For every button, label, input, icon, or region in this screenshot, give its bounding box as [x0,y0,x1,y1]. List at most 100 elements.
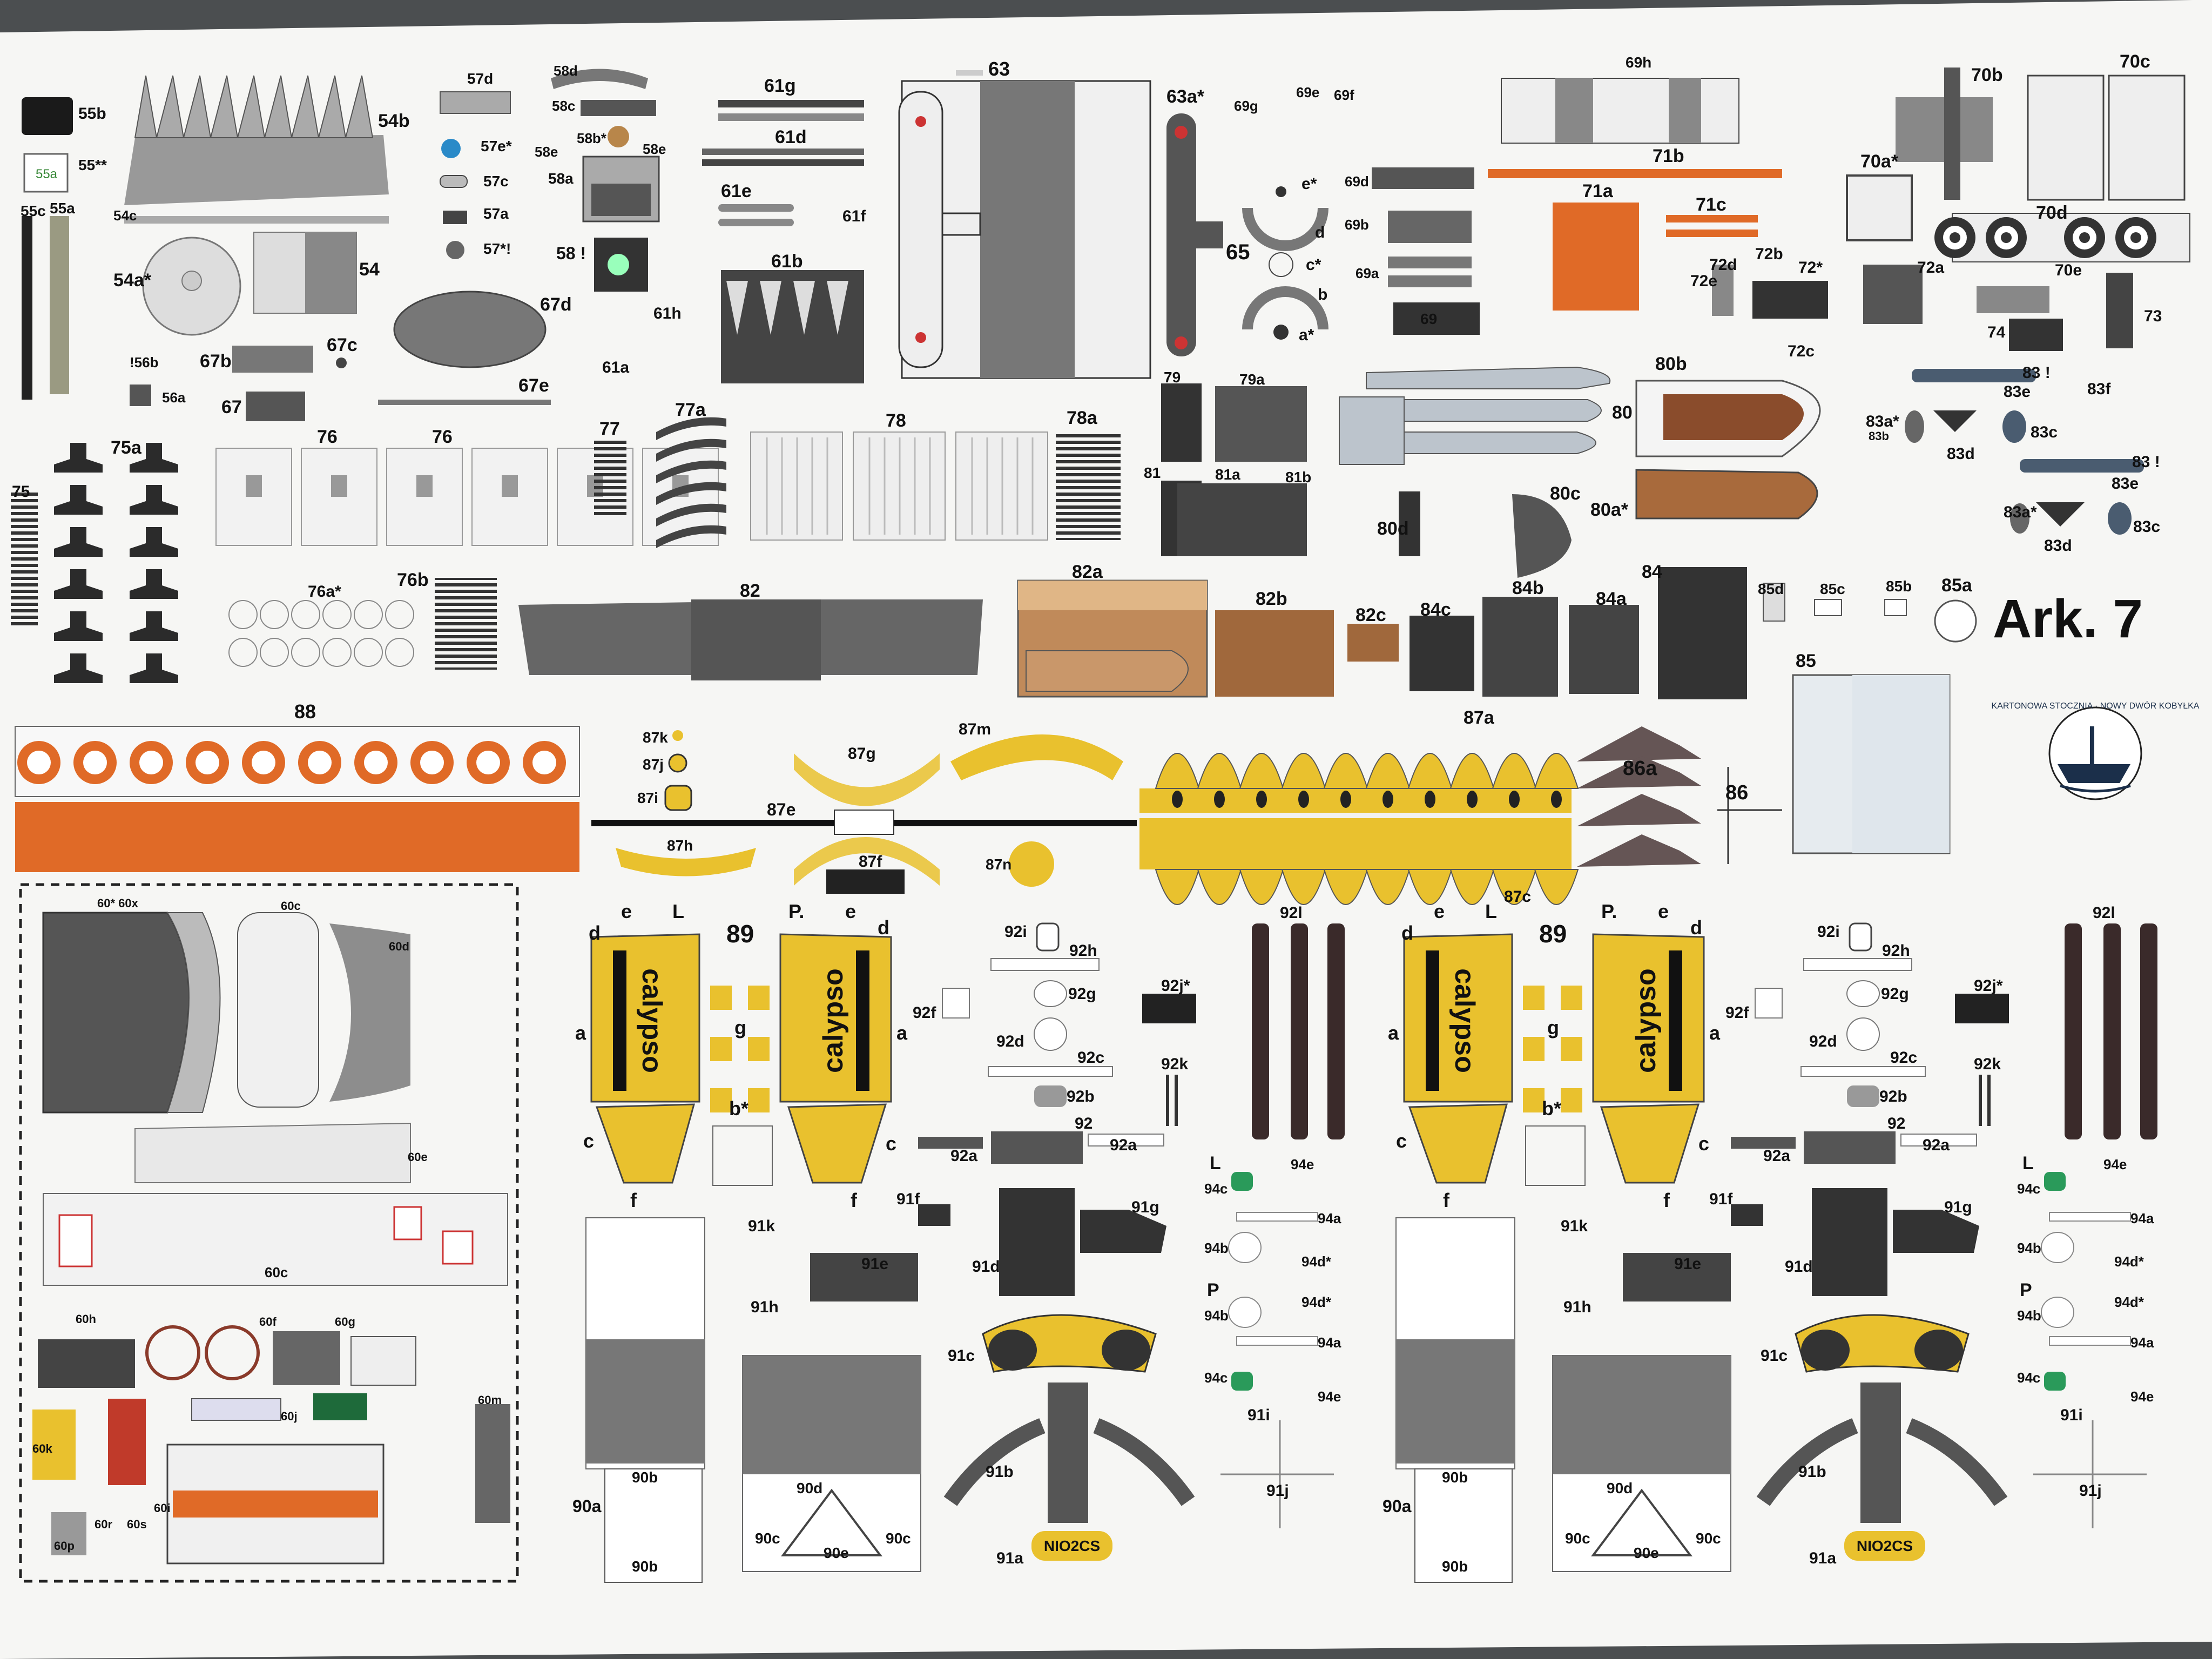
label-l94a: 94a [1318,1334,1341,1351]
label-pf: f [1663,1189,1670,1211]
part-90e-shade [1396,1339,1515,1464]
label-l91b: 91b [986,1463,1014,1481]
label-pl: L [672,900,684,922]
part-92a-right [1900,1134,1977,1147]
calypso-text: calypso [636,968,667,1073]
label-pc: c [886,1132,896,1155]
fin-shape [760,281,781,335]
part-91a [1031,1531,1112,1561]
tab-shape [710,986,732,1010]
label-l58d: 58d [554,63,578,79]
part-91a [1844,1531,1925,1561]
label-pP: P [1207,1280,1219,1300]
shell-stripe [856,950,869,1091]
part-94b [1228,1297,1262,1328]
petal-bottom [1197,869,1242,905]
band-shape [656,460,726,483]
label-l76a: 76 [317,427,338,447]
part-90e-shade [586,1339,705,1464]
part-91g [1893,1210,1979,1253]
part-92l-rod [1252,923,1269,1139]
part-group-86 [1577,726,1782,867]
label-l67e: 67e [518,375,549,396]
label-l67d: 67d [540,294,572,315]
label-la: a* [1299,326,1314,344]
sheet-logo [2048,706,2142,800]
label-l94c: 94c [2017,1181,2040,1197]
label-l90b: 90b [632,1469,658,1486]
wheel-hub [1950,232,1960,243]
part-92h [990,958,1100,971]
label-l71c: 71c [1696,194,1727,215]
label-l60h: 60h [76,1312,96,1326]
part-group-56-67 [130,291,551,421]
label-l83b: 83b [1869,429,1889,443]
label-l92a: 92a [1763,1147,1790,1165]
label-l82a: 82a [1072,562,1103,582]
label-l90c: 90c [1696,1530,1721,1547]
part-94c [1231,1372,1253,1391]
label-l91f: 91f [1709,1190,1733,1208]
part-87a-petals [1155,753,1579,905]
label-l91f: 91f [896,1190,920,1208]
disc-shape [322,638,352,667]
label-pp: P. [788,900,804,922]
petal-hole [1551,791,1562,808]
label-l91i: 91i [1247,1406,1270,1424]
label-l69d: 69d [1345,173,1369,190]
label-l92a: 92a [1110,1136,1137,1154]
label-l61f: 61f [842,207,866,225]
label-pc: c [583,1130,594,1152]
label-l84: 84 [1642,562,1662,582]
label-l76d: 76b [397,570,429,590]
label-l87i: 87i [637,790,658,806]
label-l60s: 60s [127,1518,147,1531]
petal-hole [1172,791,1183,808]
label-l80d: 80d [1377,518,1409,539]
nozzle-text: NIO2CS [1857,1537,1913,1554]
label-l90b: 90b [632,1558,658,1575]
part-88-lifebuoys [17,741,566,784]
label-l94a: 94a [1318,1210,1341,1226]
shell-stripe [1426,950,1439,1091]
label-pc: c [1698,1132,1709,1155]
part-76a-discs [228,600,414,667]
part-94c [2044,1172,2066,1191]
label-pe: e [621,900,632,922]
part-91c-lens [1801,1330,1850,1371]
label-l57e: 57e* [481,138,512,154]
part-65-rings [1242,186,1328,340]
petal-bottom [1281,869,1326,905]
label-l92j: 92j* [1974,977,2003,995]
label-l87f: 87f [859,853,882,871]
label-l90d: 90d [1607,1480,1633,1496]
wheel-hub [2079,232,2090,243]
part-78-radiators [750,431,1048,541]
label-pL: L [2022,1153,2034,1174]
label-l67: 67 [221,397,242,417]
label-l92h: 92h [1069,942,1097,960]
label-l89b: 89 [1539,920,1567,948]
label-l90a: 90a [1382,1496,1412,1516]
lifebuoy-inner [252,751,275,774]
petal-top [1365,753,1411,789]
lifebuoy-inner [195,751,219,774]
petal-bottom [1449,869,1495,905]
label-l83d_2: 83d [2044,537,2072,555]
label-l81b: 81b [1285,469,1311,485]
label-lb: b [1318,286,1327,304]
label-l67b: 67b [200,351,232,372]
petal-top [1449,753,1495,789]
label-pd: d [1690,916,1702,939]
label-l91k: 91k [1561,1217,1588,1235]
petal-bottom [1407,869,1453,905]
label-l90c: 90c [886,1530,911,1547]
part-91f [1731,1204,1763,1226]
label-l90e: 90e [824,1545,849,1561]
label-l94e: 94e [2103,1156,2127,1172]
part-92l-rod [1327,923,1345,1139]
part-90d [781,1488,882,1556]
label-l94b: 94b [2017,1240,2041,1256]
tab-shape [1523,1088,1545,1112]
label-l81: 81 [1144,464,1161,481]
